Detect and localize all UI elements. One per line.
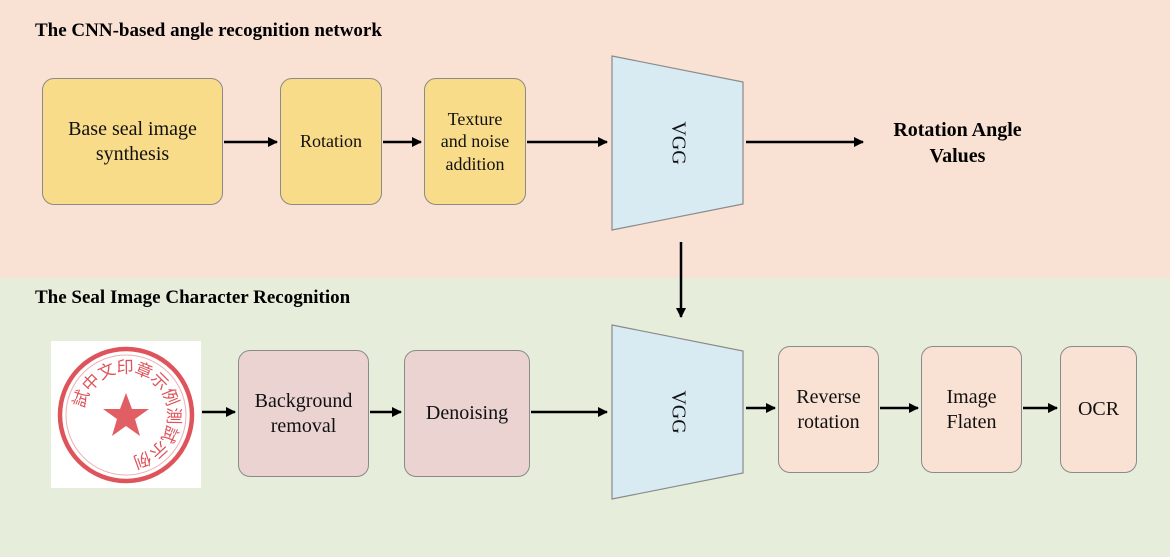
seal-glyph: 試 <box>70 388 95 411</box>
vgg-bottom-label: VGG <box>667 390 689 433</box>
base-seal-synthesis-box: Base seal image synthesis <box>42 78 223 205</box>
texture-noise-box: Texture and noise addition <box>424 78 526 205</box>
base-seal-synthesis-label: Base seal image synthesis <box>68 117 197 165</box>
vgg-top: VGG <box>611 55 744 231</box>
vgg-top-label: VGG <box>667 121 689 164</box>
texture-noise-label: Texture and noise addition <box>440 108 510 174</box>
seal-image: 試中文印章示例測試示例 <box>51 341 201 488</box>
seal-glyph: 印 <box>117 358 134 378</box>
bottom-section-title: The Seal Image Character Recognition <box>35 287 351 308</box>
vgg-bottom: VGG <box>611 324 744 500</box>
seal-glyph: 章 <box>132 359 155 384</box>
seal-glyph: 文 <box>95 359 119 384</box>
reverse-rotation-box: Reverse rotation <box>778 346 879 473</box>
ocr-label: OCR <box>1077 398 1120 420</box>
rotation-label: Rotation <box>300 131 362 152</box>
background-removal-label: Background removal <box>254 389 353 437</box>
seal-glyph: 例 <box>131 447 154 472</box>
image-flaten-label: Image Flaten <box>946 385 997 433</box>
seal-glyph: 試 <box>156 422 181 446</box>
reverse-rotation-label: Reverse rotation <box>796 385 861 433</box>
denoising-box: Denoising <box>404 350 530 477</box>
rotation-box: Rotation <box>280 78 382 205</box>
seal-glyph: 測 <box>163 407 183 424</box>
denoising-label: Denoising <box>425 402 509 424</box>
background-removal-box: Background removal <box>238 350 369 477</box>
top-section-title: The CNN-based angle recognition network <box>35 20 382 41</box>
image-flaten-box: Image Flaten <box>921 346 1022 473</box>
ocr-box: OCR <box>1060 346 1137 473</box>
seal-glyph: 例 <box>157 386 182 409</box>
rotation-angle-output: Rotation Angle Values <box>893 119 1022 167</box>
